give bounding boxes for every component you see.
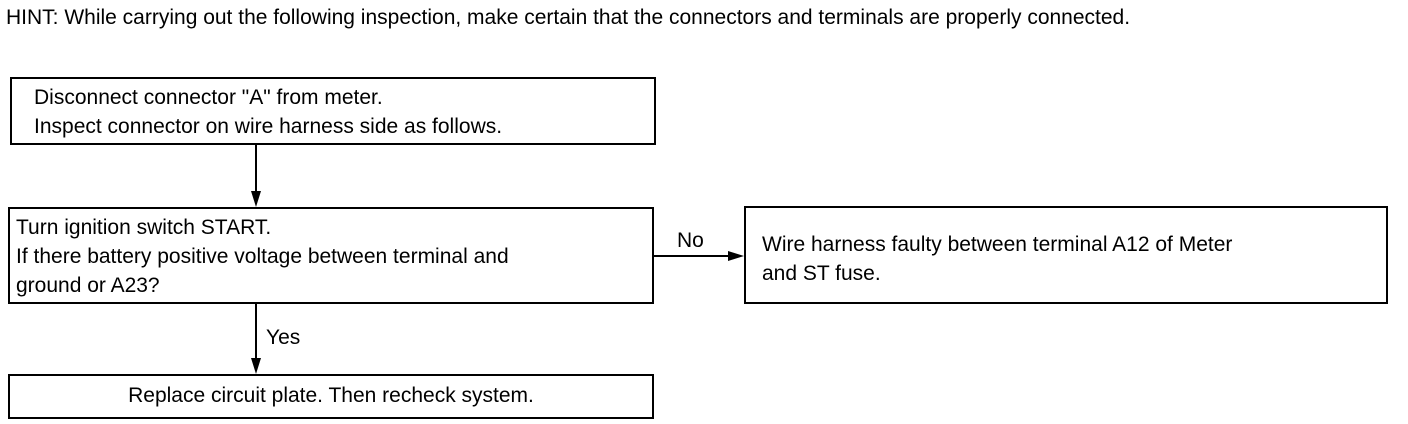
step-turn-line-2: If there battery positive voltage betwee… xyxy=(16,245,509,268)
step-disconnect-line-2: Inspect connector on wire harness side a… xyxy=(34,115,503,138)
result-wire-harness-faulty: Wire harness faulty between terminal A12… xyxy=(744,206,1388,304)
result-replace-text: Replace circuit plate. Then recheck syst… xyxy=(128,384,534,407)
result-wire-line-2: and ST fuse. xyxy=(762,262,881,285)
arrow-yes-to-replace xyxy=(251,304,261,374)
result-replace-circuit-plate: Replace circuit plate. Then recheck syst… xyxy=(8,374,654,419)
result-wire-line-1: Wire harness faulty between terminal A12… xyxy=(762,233,1233,256)
step-check-battery-voltage: Turn ignition switch START. If there bat… xyxy=(8,207,654,304)
edge-label-no: No xyxy=(677,229,704,252)
step-disconnect-line-1: Disconnect connector "A" from meter. xyxy=(34,86,383,109)
step-disconnect-connector: Disconnect connector "A" from meter. Ins… xyxy=(10,77,656,145)
edge-label-yes: Yes xyxy=(266,326,301,349)
arrow-disconnect-to-turn xyxy=(251,145,261,207)
step-turn-line-3: ground or A23? xyxy=(16,274,160,297)
step-turn-line-1: Turn ignition switch START. xyxy=(16,216,272,239)
hint-text: HINT: While carrying out the following i… xyxy=(6,6,1131,29)
